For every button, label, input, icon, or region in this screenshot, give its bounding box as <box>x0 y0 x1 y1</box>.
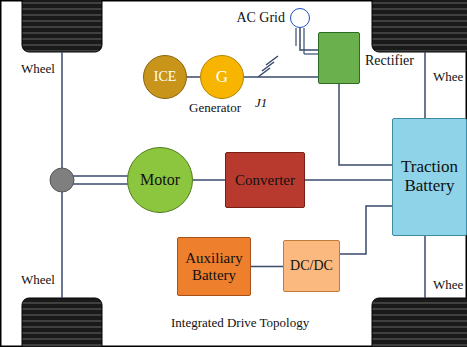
part-label: Wheel <box>20 273 56 287</box>
connector <box>187 76 200 78</box>
connector <box>251 266 283 268</box>
ac-symbol <box>293 14 307 23</box>
node-label: Traction Battery <box>393 158 466 195</box>
connector <box>193 179 225 181</box>
node-label: Motor <box>140 171 180 189</box>
part-label: Whee <box>432 70 464 84</box>
grid-phase <box>295 28 296 46</box>
wheel-tire <box>22 0 102 52</box>
connector <box>305 179 392 181</box>
node-label: ICE <box>154 69 177 84</box>
dcdc-box: DC/DC <box>283 240 340 292</box>
wheel-tire <box>372 0 467 52</box>
node-label: G <box>216 68 228 87</box>
engine-circle: ICE <box>143 55 187 99</box>
part-label: Whee <box>432 278 464 292</box>
connector <box>340 206 392 254</box>
node-label: Rectifier <box>363 53 416 69</box>
node-label: Converter <box>235 172 295 189</box>
auxiliary-battery-box: Auxiliary Battery <box>177 237 251 296</box>
motor-circle: Motor <box>127 147 193 213</box>
differential <box>50 168 74 192</box>
diode-symbol <box>330 40 348 76</box>
generator-circle: G <box>200 55 244 99</box>
axle <box>424 236 426 298</box>
switch-label: J1 <box>254 96 268 110</box>
wheel-tire <box>372 298 467 347</box>
node-label: Auxiliary Battery <box>178 250 250 283</box>
rectifier-box: Rectifier <box>318 32 360 84</box>
connector <box>300 28 318 50</box>
axle <box>424 52 426 118</box>
traction-battery-box: Traction Battery <box>392 118 467 236</box>
grid-phase <box>304 53 318 54</box>
drive-shaft <box>70 175 128 177</box>
connector <box>339 84 392 165</box>
drive-shaft <box>70 183 128 185</box>
converter-box: Converter <box>225 152 305 208</box>
caption: Integrated Drive Topology <box>170 316 310 330</box>
part-label: Wheel <box>20 62 56 76</box>
node-label: DC/DC <box>290 258 333 273</box>
switch-symbol <box>258 56 278 77</box>
wheel-tire <box>22 298 102 347</box>
part-label: Generator <box>188 101 242 115</box>
grid-source: AC Grid <box>290 8 310 28</box>
node-label: AC Grid <box>234 10 287 26</box>
connector <box>244 76 318 78</box>
